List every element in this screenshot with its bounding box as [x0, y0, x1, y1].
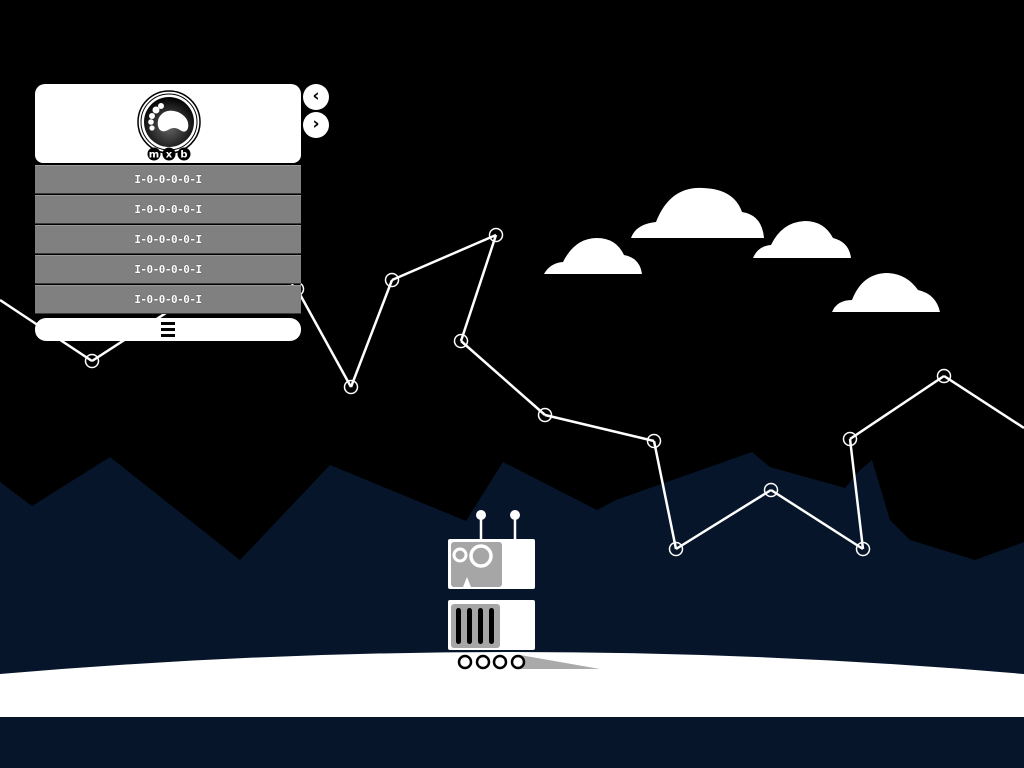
robot[interactable]	[448, 510, 600, 670]
path-segment	[652, 440, 678, 550]
path-segment	[460, 340, 546, 416]
robot-ramp	[520, 655, 600, 669]
path-node[interactable]	[842, 431, 858, 447]
prev-button[interactable]: ‹	[303, 84, 329, 110]
path-node[interactable]	[453, 333, 469, 349]
path-segment	[770, 488, 864, 551]
logo-letters: m x b	[147, 147, 191, 161]
level-label: I-0-0-0-0-I	[134, 263, 202, 276]
path-segment	[544, 413, 655, 443]
robot-eye-small	[452, 547, 468, 563]
level-item[interactable]: I-0-0-0-0-I	[35, 255, 301, 284]
logo: m x b	[137, 90, 201, 161]
bottom-strip	[0, 717, 1024, 768]
level-item[interactable]: I-0-0-0-0-I	[35, 225, 301, 254]
level-label: I-0-0-0-0-I	[134, 233, 202, 246]
path-node[interactable]	[488, 227, 504, 243]
level-item[interactable]: I-0-0-0-0-I	[35, 165, 301, 194]
path-segment	[849, 374, 945, 441]
menu-toggle-button[interactable]	[35, 318, 301, 341]
level-item[interactable]: I-0-0-0-0-I	[35, 285, 301, 314]
path-node[interactable]	[343, 379, 359, 395]
level-label: I-0-0-0-0-I	[134, 173, 202, 186]
chevron-right-icon: ›	[312, 113, 320, 134]
level-label: I-0-0-0-0-I	[134, 293, 202, 306]
hamburger-icon	[161, 322, 175, 337]
cloud	[631, 187, 764, 238]
chevron-left-icon: ‹	[312, 85, 320, 106]
logo-letter: m	[149, 150, 159, 161]
footprint-icon	[148, 103, 189, 132]
robot-grille	[451, 604, 500, 648]
robot-antenna-tip	[476, 510, 486, 520]
path-node[interactable]	[763, 482, 779, 498]
level-item[interactable]: I-0-0-0-0-I	[35, 195, 301, 224]
level-list: I-0-0-0-0-I I-0-0-0-0-I I-0-0-0-0-I I-0-…	[35, 165, 301, 315]
ground	[0, 652, 1024, 717]
path-segment	[391, 233, 497, 282]
path-node[interactable]	[537, 407, 553, 423]
path-node[interactable]	[84, 353, 100, 369]
cloud	[544, 238, 642, 274]
path-node[interactable]	[936, 368, 952, 384]
path-segment	[295, 288, 353, 388]
robot-nose	[463, 577, 471, 587]
cloud	[832, 273, 940, 312]
logo-letter: b	[180, 150, 187, 161]
path-node[interactable]	[855, 541, 871, 557]
menu-header: m x b	[35, 84, 301, 163]
path-segment	[675, 488, 772, 551]
robot-eye-large	[469, 544, 493, 568]
cloud	[753, 221, 851, 258]
path-node[interactable]	[646, 433, 662, 449]
path-node[interactable]	[384, 272, 400, 288]
robot-grille-bars	[456, 608, 494, 644]
next-button[interactable]: ›	[303, 112, 329, 138]
robot-antenna-tip	[510, 510, 520, 520]
path-segment	[943, 374, 1024, 430]
robot-wheels	[457, 654, 526, 670]
logo-letter: x	[166, 150, 173, 161]
path-segment	[349, 279, 394, 388]
clouds	[544, 187, 940, 312]
path-segment	[848, 438, 865, 550]
level-menu: m x b I-0-0-0-0-I I-0-0-0-0-I I-0-0-0-0-…	[35, 84, 301, 341]
path-segment	[459, 234, 498, 342]
level-label: I-0-0-0-0-I	[134, 203, 202, 216]
path-node[interactable]	[668, 541, 684, 557]
